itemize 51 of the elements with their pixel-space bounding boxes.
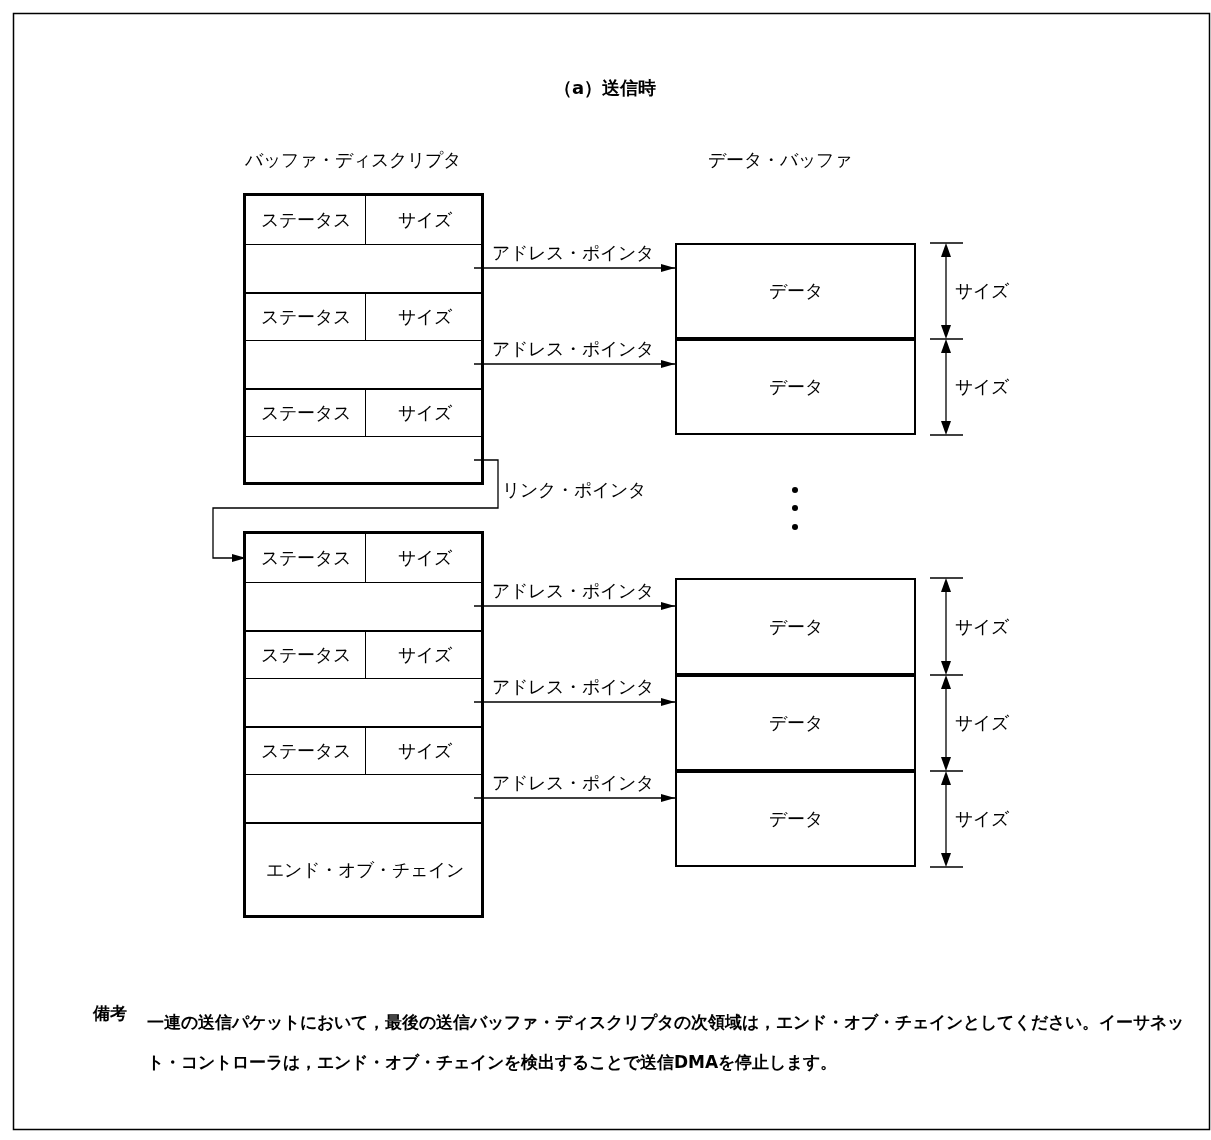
- field-text: ステータス: [260, 401, 351, 425]
- descriptor-table: [243, 193, 484, 485]
- diagram-title: （a）送信時: [552, 76, 658, 100]
- edge-label: アドレス・ポインタ: [492, 579, 654, 603]
- edge-label: リンク・ポインタ: [502, 478, 646, 502]
- edge-label: アドレス・ポインタ: [492, 675, 654, 699]
- edge-label: アドレス・ポインタ: [492, 337, 654, 361]
- data-buffer-box: [675, 675, 916, 771]
- field-text: ステータス: [260, 546, 351, 570]
- field-text: データ: [768, 279, 823, 303]
- descriptor-field: [246, 292, 366, 340]
- field-text: サイズ: [398, 643, 452, 667]
- edge-label: アドレス・ポインタ: [492, 771, 654, 795]
- arrow: [473, 698, 676, 706]
- column-heading: バッファ・ディスクリプタ: [245, 148, 461, 172]
- field-text: サイズ: [398, 401, 452, 425]
- field-text: データ: [768, 375, 823, 399]
- field-text: データ: [768, 807, 823, 831]
- field-text: データ: [768, 614, 823, 639]
- arrow: [473, 602, 676, 610]
- note-text: 一連の送信パケットにおいて，最後の送信バッファ・ディスクリプタの次領域は，エンド・オブ・チェインとしてください。イーサネット・コントローラは，エンド・オブ・チェインを検出することで送信DMAを停止します。: [147, 1011, 1185, 1074]
- dimension-label: サイズ: [955, 375, 1009, 399]
- descriptor-field: [246, 726, 366, 774]
- arrow: [473, 264, 676, 272]
- descriptor-table: [243, 531, 484, 918]
- data-buffer-box: [675, 243, 916, 339]
- arrow: [473, 794, 676, 802]
- field-text: データ: [768, 711, 823, 735]
- data-buffer-box: [675, 771, 916, 867]
- data-buffer-box: [675, 339, 916, 435]
- edge-label: アドレス・ポインタ: [492, 241, 654, 265]
- data-buffer-box: [675, 578, 916, 675]
- dimension-label: サイズ: [955, 711, 1009, 735]
- arrow: [212, 459, 499, 562]
- descriptor-field: [246, 388, 366, 436]
- field-text: ステータス: [260, 739, 351, 763]
- field-text: サイズ: [398, 305, 452, 329]
- descriptor-field: [246, 630, 366, 678]
- dimension-label: サイズ: [955, 279, 1009, 303]
- note-heading: 備考: [93, 1002, 127, 1025]
- field-text: サイズ: [398, 739, 452, 763]
- field-text: サイズ: [398, 208, 452, 232]
- field-text: ステータス: [260, 208, 351, 232]
- dimension-label: サイズ: [955, 807, 1009, 831]
- field-text: ステータス: [260, 643, 351, 667]
- arrow: [473, 360, 676, 368]
- field-text: ステータス: [260, 305, 351, 329]
- dimension-label: サイズ: [955, 614, 1009, 639]
- column-heading: データ・バッファ: [708, 148, 852, 172]
- field-text: エンド・オブ・チェイン: [266, 857, 464, 882]
- field-text: サイズ: [398, 546, 452, 570]
